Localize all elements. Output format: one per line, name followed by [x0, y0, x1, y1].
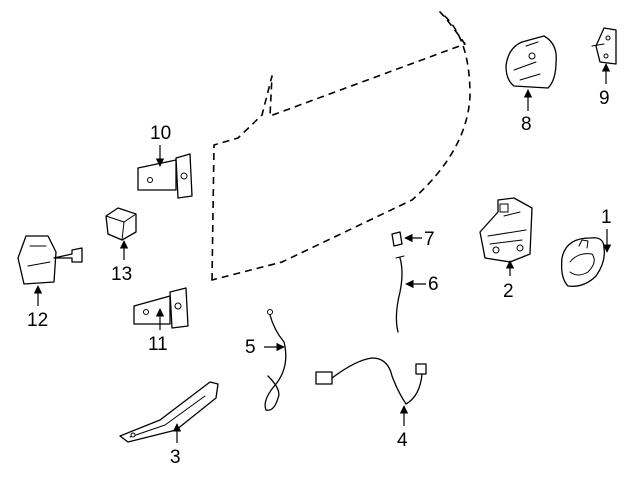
- part-10-upper-hinge[interactable]: [137, 145, 193, 199]
- callout-6: 6: [428, 274, 439, 295]
- part-1-outside-handle[interactable]: [560, 229, 612, 287]
- callout-8: 8: [521, 114, 532, 135]
- callout-10: 10: [150, 123, 171, 144]
- callout-3: 3: [170, 447, 181, 468]
- callout-1: 1: [601, 207, 612, 228]
- callout-13: 13: [111, 264, 132, 285]
- callout-4: 4: [397, 430, 408, 451]
- part-12-door-check[interactable]: [17, 235, 83, 306]
- callout-2: 2: [503, 281, 514, 302]
- part-3-lower-trim[interactable]: [119, 381, 219, 443]
- callout-11: 11: [148, 334, 168, 355]
- part-2-lock-assembly[interactable]: [479, 197, 533, 276]
- part-11-lower-hinge[interactable]: [133, 287, 189, 330]
- part-13-bumper[interactable]: [105, 207, 137, 260]
- callout-7: 7: [424, 229, 435, 250]
- part-7-clip[interactable]: [391, 231, 422, 247]
- part-5-release-cable[interactable]: [264, 309, 287, 411]
- callout-5: 5: [245, 337, 256, 358]
- callout-9: 9: [599, 88, 610, 109]
- part-9-striker[interactable]: [591, 27, 617, 84]
- part-8-actuator[interactable]: [505, 35, 557, 111]
- part-4-wire-harness[interactable]: [315, 357, 427, 426]
- part-6-lock-rod[interactable]: [395, 255, 426, 333]
- door-outline: [211, 11, 471, 281]
- callout-12: 12: [27, 310, 48, 331]
